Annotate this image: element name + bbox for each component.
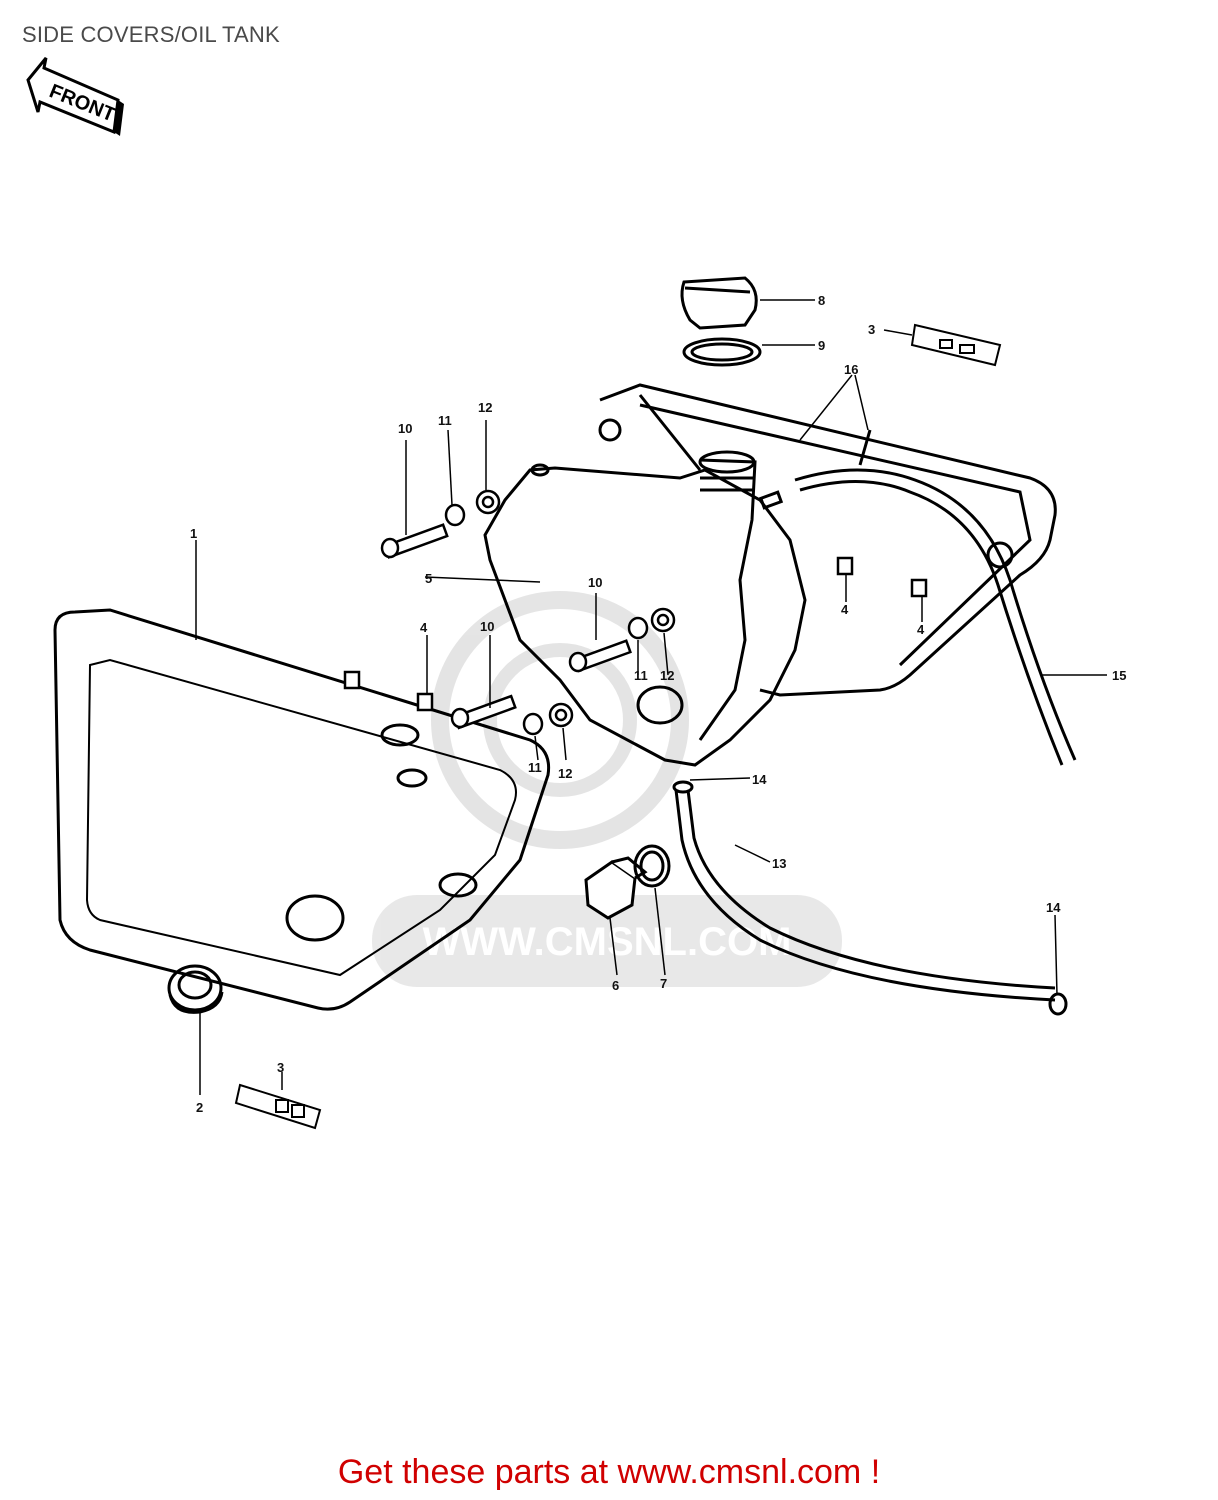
callout-10-low: 10 [480, 619, 494, 634]
callout-12-low: 12 [558, 766, 572, 781]
callout-11-mid: 11 [634, 668, 648, 683]
leader-lines [195, 299, 1107, 1095]
part-filler-cap [680, 276, 758, 330]
part-tank-grommet [858, 429, 872, 466]
callout-11-low: 11 [528, 760, 542, 775]
callout-12-top: 12 [478, 400, 492, 415]
part-breather-hose [794, 468, 1077, 766]
callout-4-left: 4 [420, 620, 428, 635]
callout-5: 5 [425, 571, 432, 586]
callout-14-bottom: 14 [1046, 900, 1061, 915]
part-cap-gasket [682, 337, 762, 367]
get-parts-link[interactable]: Get these parts at www.cmsnl.com ! [337, 1453, 881, 1491]
callout-15: 15 [1112, 668, 1126, 683]
callout-6: 6 [612, 978, 619, 993]
callout-9: 9 [818, 338, 825, 353]
callout-4-mid: 4 [841, 602, 849, 617]
callout-10-top: 10 [398, 421, 412, 436]
callout-1: 1 [190, 526, 197, 541]
callout-11-top: 11 [438, 413, 452, 428]
part-emblem-bottom [234, 1083, 322, 1130]
callout-3-top: 3 [868, 322, 875, 337]
part-oil-hose [672, 780, 1068, 1016]
part-emblem-top [910, 323, 1002, 367]
part-drain-plug [584, 856, 648, 920]
callout-8: 8 [818, 293, 825, 308]
callout-labels: 1 2 3 3 4 4 4 5 6 7 8 9 10 10 10 11 11 1… [190, 293, 1126, 1115]
callout-7: 7 [660, 976, 667, 991]
callout-2: 2 [196, 1100, 203, 1115]
part-grommet [167, 964, 224, 1014]
callout-14-top: 14 [752, 772, 767, 787]
callout-3-bottom: 3 [277, 1060, 284, 1075]
front-arrow-icon: FRONT [26, 57, 124, 136]
page-title: SIDE COVERS/OIL TANK [22, 22, 280, 47]
part-side-cover-left [53, 608, 551, 1011]
callout-4-right: 4 [917, 622, 925, 637]
callout-13: 13 [772, 856, 786, 871]
cmsnl-watermark: WWW.CMSNL.COM [372, 591, 842, 987]
callout-16: 16 [844, 362, 858, 377]
callout-12-mid: 12 [660, 668, 674, 683]
part-oil-tank [483, 450, 807, 767]
part-drain-gasket [633, 844, 671, 888]
part-bolts-and-washers [343, 489, 928, 736]
callout-10-mid: 10 [588, 575, 602, 590]
part-side-cover-right [598, 383, 1057, 697]
watermark-text: WWW.CMSNL.COM [423, 920, 792, 964]
